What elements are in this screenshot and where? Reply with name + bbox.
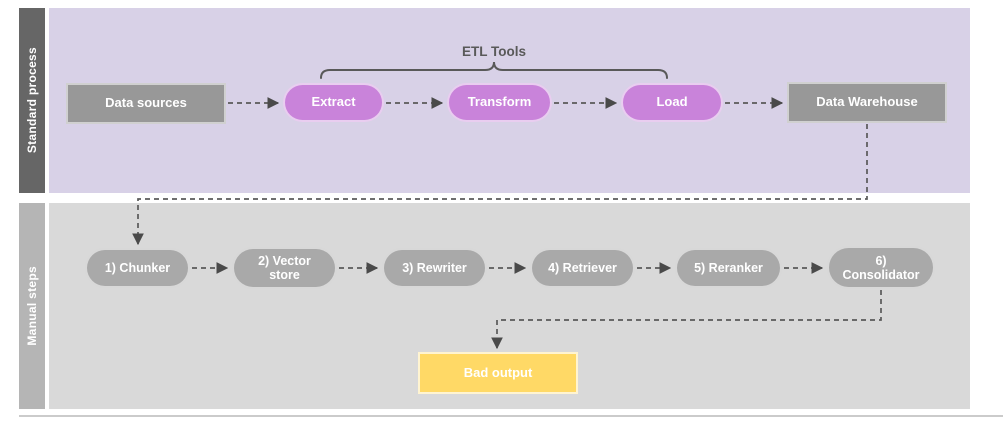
node-transform: Transform [447,83,552,122]
node-extract: Extract [283,83,384,122]
lane-standard-process-label: Standard process [25,47,39,154]
node-load: Load [621,83,723,122]
node-data-warehouse: Data Warehouse [787,82,947,123]
node-chunker: 1) Chunker [85,248,190,288]
lane-manual-steps-label-bar: Manual steps [19,203,45,409]
node-reranker: 5) Reranker [675,248,782,288]
node-rewriter: 3) Rewriter [382,248,487,288]
etl-tools-group-label: ETL Tools [462,44,526,59]
node-consolidator: 6) Consolidator [827,246,935,289]
bottom-divider [19,415,1003,417]
node-bad-output: Bad output [418,352,578,394]
node-data-sources: Data sources [66,83,226,124]
lane-standard-process-label-bar: Standard process [19,8,45,193]
node-retriever: 4) Retriever [530,248,635,288]
lane-manual-steps-label: Manual steps [25,266,39,346]
node-vector-store: 2) Vector store [232,247,337,289]
